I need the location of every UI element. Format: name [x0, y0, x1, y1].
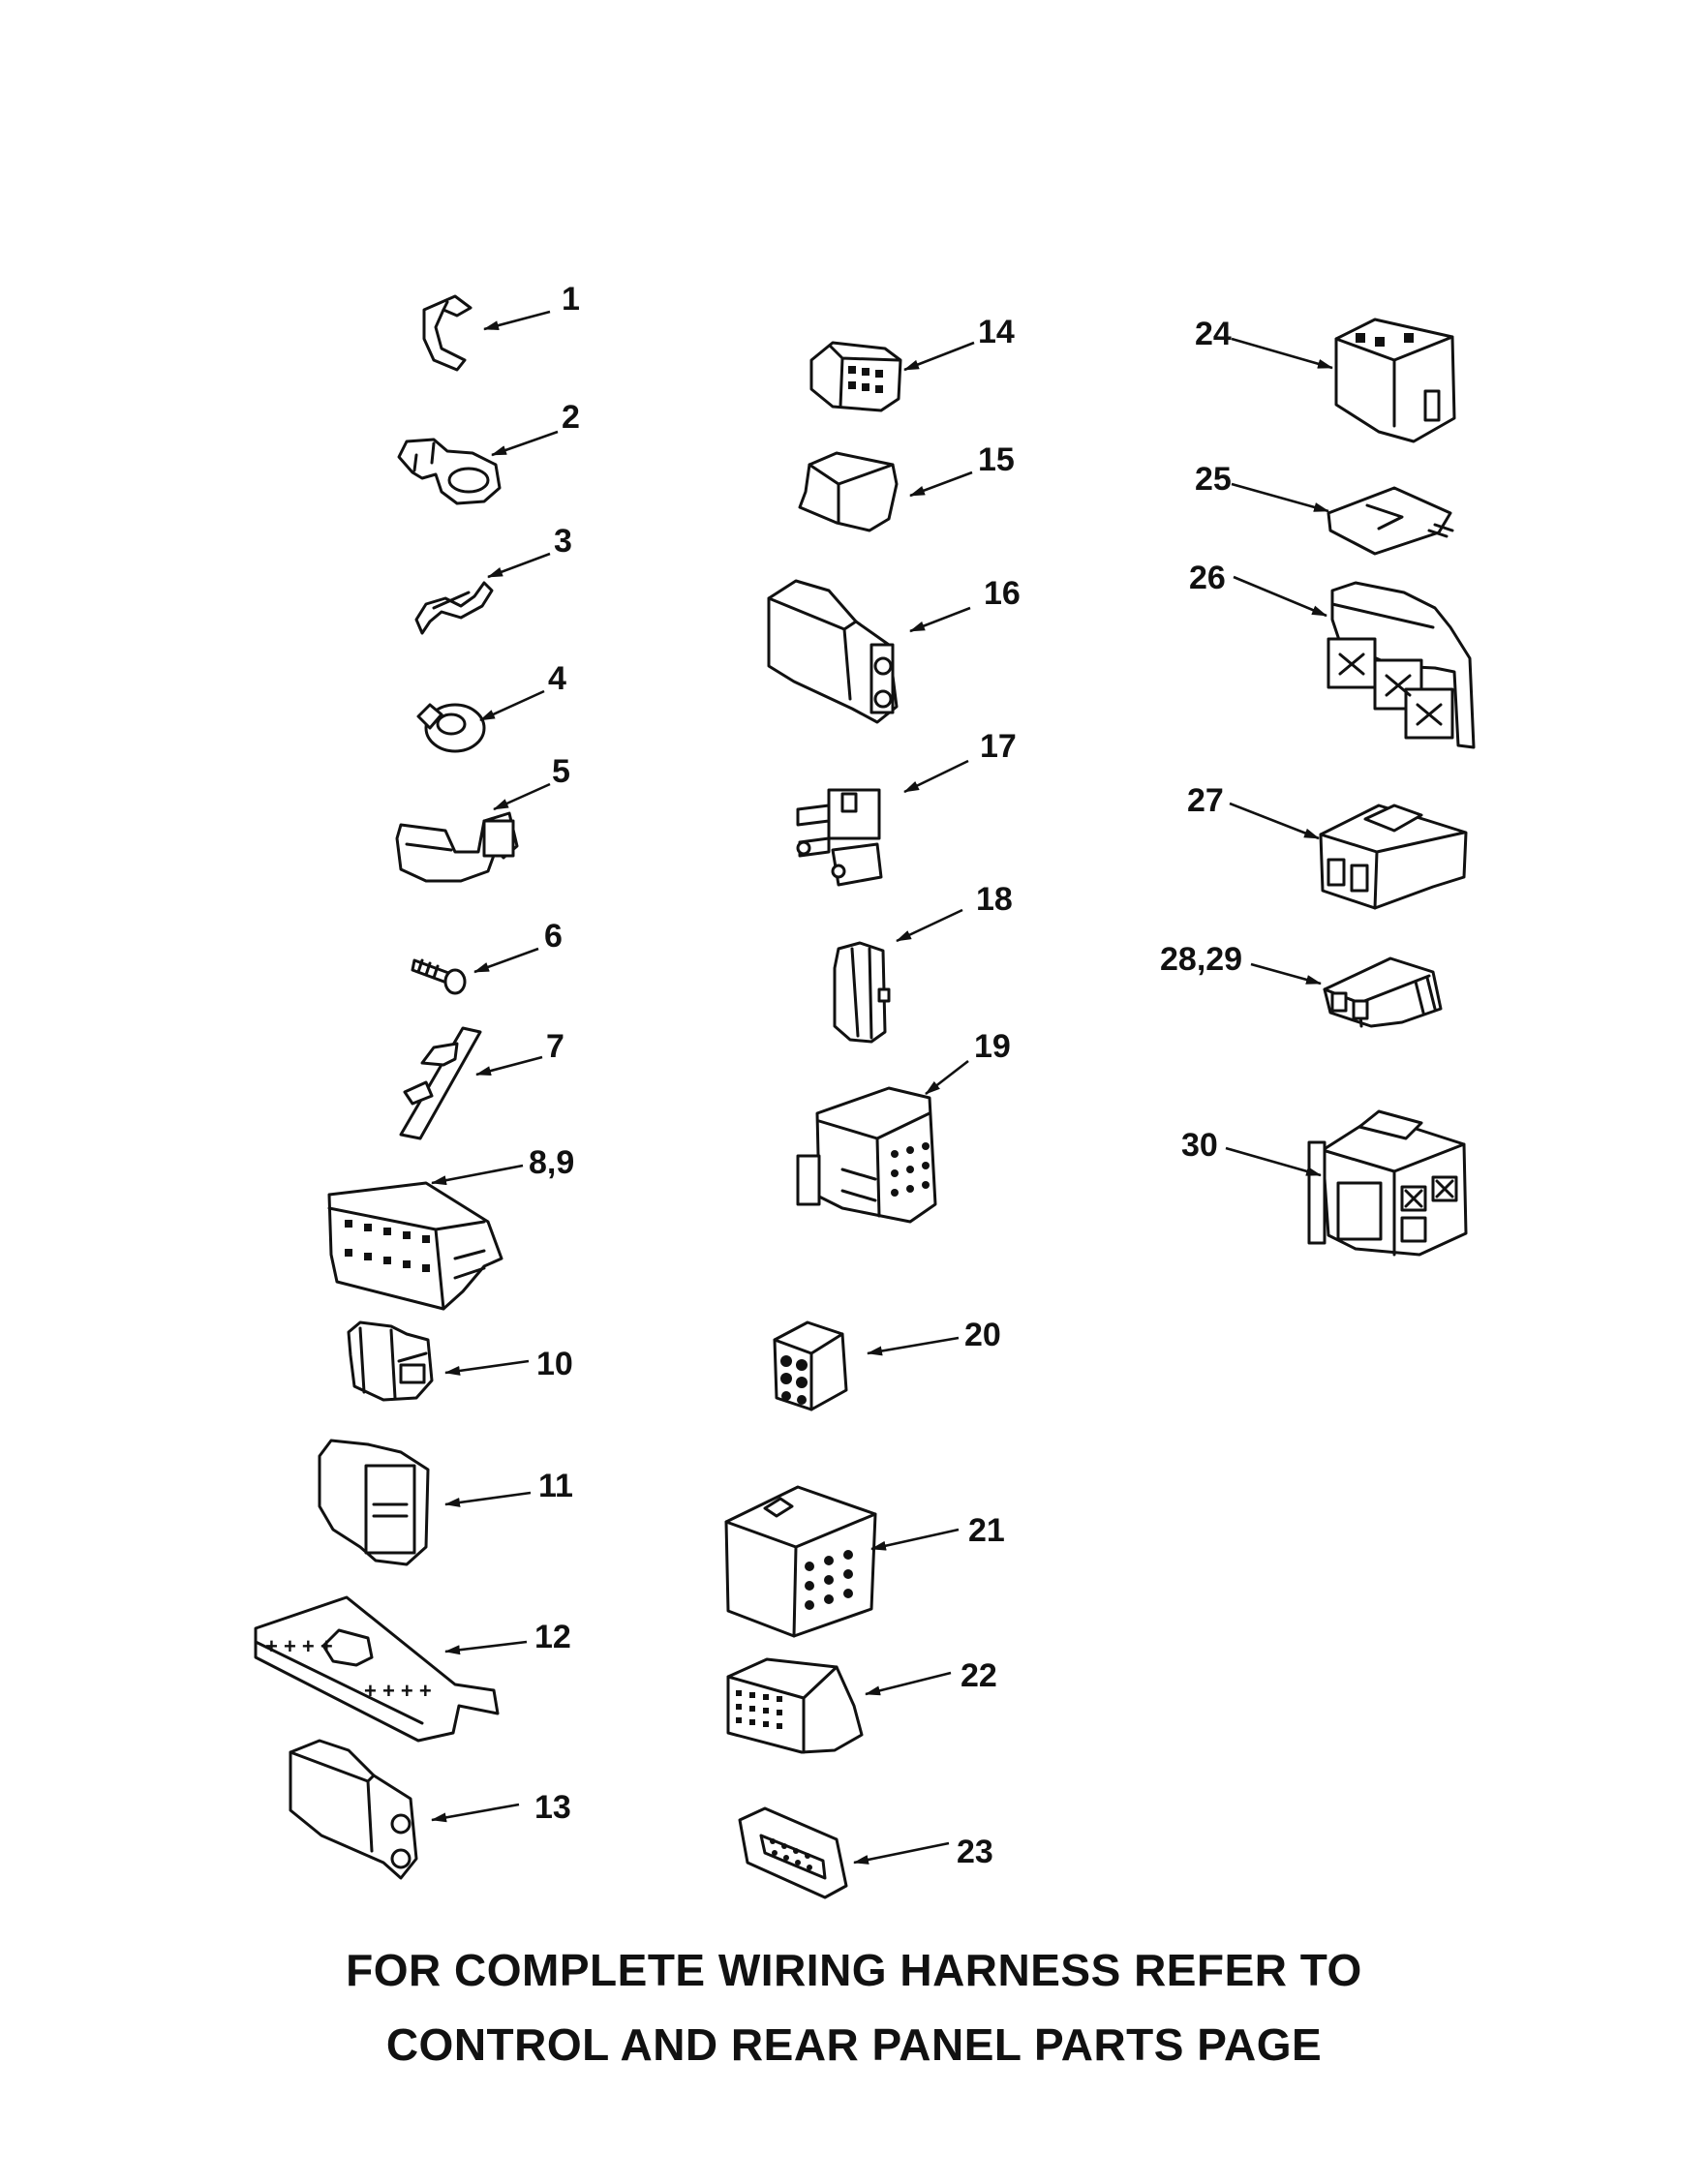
callout-19: 19	[974, 1028, 1011, 1065]
leader-17	[903, 759, 969, 794]
callout-18: 18	[976, 881, 1013, 918]
footer-note-line-1: FOR COMPLETE WIRING HARNESS REFER TO	[346, 1945, 1362, 1995]
part-25-circuit-board	[1327, 486, 1454, 556]
part-23-d-sub-connector	[738, 1806, 848, 1899]
leader-6	[473, 947, 539, 974]
leader-23	[853, 1841, 950, 1865]
callout-17: 17	[980, 728, 1017, 765]
callout-13: 13	[534, 1789, 571, 1826]
footer-note-line-2: CONTROL AND REAR PANEL PARTS PAGE	[385, 2019, 1323, 2070]
part-22-connector	[726, 1657, 864, 1754]
leader-19	[925, 1059, 969, 1096]
callout-30: 30	[1181, 1127, 1218, 1164]
callout-14: 14	[978, 314, 1015, 350]
part-14-connector	[809, 341, 902, 412]
part-24-relay-base	[1334, 318, 1456, 443]
leader-28-29	[1250, 962, 1322, 986]
leader-25	[1231, 482, 1329, 513]
part-11-housing	[318, 1439, 430, 1566]
leader-22	[865, 1671, 952, 1696]
callout-11: 11	[538, 1468, 573, 1504]
callout-25: 25	[1195, 461, 1232, 498]
leader-26	[1233, 575, 1327, 618]
callout-22: 22	[961, 1657, 997, 1694]
leader-4	[479, 689, 545, 722]
part-30-relay-housing	[1307, 1109, 1468, 1257]
leader-30	[1225, 1146, 1322, 1177]
leader-27	[1229, 802, 1320, 840]
leader-13	[431, 1803, 520, 1823]
callout-24: 24	[1195, 316, 1232, 352]
callout-12: 12	[534, 1619, 571, 1655]
callout-1: 1	[562, 281, 580, 318]
part-13-housing	[289, 1739, 418, 1880]
callout-7: 7	[546, 1028, 564, 1065]
part-27-connector-housing	[1319, 804, 1468, 910]
leader-3	[487, 552, 551, 579]
leader-24	[1231, 337, 1333, 370]
callout-3: 3	[554, 523, 572, 560]
leader-18	[896, 908, 963, 943]
callout-26: 26	[1189, 560, 1226, 596]
part-26-terminal-block	[1327, 581, 1476, 749]
part-2-wire-clip	[397, 438, 502, 505]
leader-16	[909, 606, 971, 633]
part-6-screw	[411, 958, 467, 995]
part-3-spring-clip	[414, 581, 494, 635]
part-19-connector	[796, 1086, 937, 1224]
callout-15: 15	[978, 441, 1015, 478]
leader-1	[483, 310, 551, 331]
callout-6: 6	[544, 918, 563, 955]
callout-27: 27	[1187, 782, 1224, 819]
part-1-clip	[422, 294, 473, 372]
part-17-junction	[796, 788, 883, 887]
callout-8-9: 8,9	[529, 1144, 574, 1181]
part-21-housing	[724, 1485, 877, 1638]
part-8-9-connector	[327, 1181, 503, 1311]
callout-2: 2	[562, 399, 580, 436]
part-10-connector	[347, 1320, 434, 1402]
leader-11	[444, 1491, 532, 1507]
leader-5	[493, 782, 551, 811]
svg-text:+ + + +: + + + +	[265, 1634, 333, 1658]
leader-12	[444, 1640, 528, 1655]
leader-20	[867, 1336, 960, 1356]
callout-16: 16	[984, 575, 1021, 612]
part-12-terminal-strip: + + + + + + + +	[254, 1595, 500, 1743]
callout-10: 10	[536, 1346, 573, 1382]
part-18-terminal-block	[833, 941, 891, 1044]
leader-14	[903, 341, 975, 372]
callout-5: 5	[552, 753, 570, 790]
callout-21: 21	[968, 1512, 1005, 1549]
leader-21	[870, 1528, 960, 1551]
callout-23: 23	[957, 1834, 993, 1870]
part-20-plug	[773, 1320, 848, 1411]
part-5-bracket-clip	[395, 811, 519, 883]
leader-10	[444, 1359, 530, 1376]
part-28-29-terminal	[1323, 956, 1443, 1028]
callout-28-29: 28,29	[1160, 941, 1242, 978]
part-7-retainer	[399, 1026, 482, 1140]
leader-8-9	[431, 1164, 524, 1186]
leader-2	[491, 430, 559, 457]
svg-text:+ + + +: + + + +	[364, 1679, 432, 1703]
part-15-sleeve	[798, 451, 899, 532]
part-16-housing	[767, 579, 899, 724]
part-4-ring-clip	[416, 703, 486, 753]
leader-7	[475, 1055, 543, 1077]
leader-15	[909, 470, 973, 498]
callout-20: 20	[964, 1317, 1001, 1353]
callout-4: 4	[548, 660, 566, 697]
